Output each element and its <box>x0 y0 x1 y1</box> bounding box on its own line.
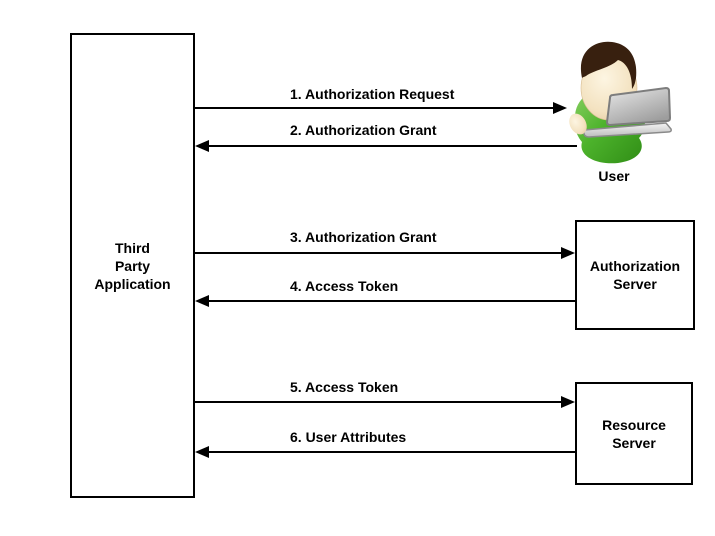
message-label: 4. Access Token <box>290 278 399 294</box>
arrowhead-left-icon <box>195 295 209 307</box>
label-line: Third <box>114 239 150 256</box>
label-line: Application <box>94 275 171 292</box>
label-line: Server <box>613 276 657 292</box>
message-label: 6. User Attributes <box>290 429 407 445</box>
arrow-line <box>207 300 575 302</box>
user-label: User <box>598 168 630 184</box>
arrowhead-right-icon <box>553 102 567 114</box>
message-label: 5. Access Token <box>290 379 399 395</box>
third-party-application-label: Third Party Application <box>94 239 170 293</box>
arrowhead-left-icon <box>195 140 209 152</box>
user-person-laptop-icon <box>566 36 674 166</box>
message-label: 2. Authorization Grant <box>290 122 437 138</box>
arrow-line <box>195 107 555 109</box>
arrow-line <box>195 401 563 403</box>
label-line: Server <box>612 434 656 451</box>
arrowhead-right-icon <box>561 247 575 259</box>
authorization-server-box: Authorization Server <box>575 220 695 330</box>
message-label: 1. Authorization Request <box>290 86 455 102</box>
resource-server-label: Resource Server <box>602 416 666 452</box>
label-line: Authorization <box>589 258 681 274</box>
label-line: Resource <box>602 416 666 433</box>
authorization-server-label: Authorization Server <box>590 257 680 293</box>
message-label: 3. Authorization Grant <box>290 229 437 245</box>
arrowhead-right-icon <box>561 396 575 408</box>
label-line: Party <box>114 257 150 274</box>
arrowhead-left-icon <box>195 446 209 458</box>
arrow-line <box>195 252 563 254</box>
third-party-application-box: Third Party Application <box>70 33 195 498</box>
arrow-line <box>207 145 577 147</box>
resource-server-box: Resource Server <box>575 382 693 485</box>
arrow-line <box>207 451 575 453</box>
